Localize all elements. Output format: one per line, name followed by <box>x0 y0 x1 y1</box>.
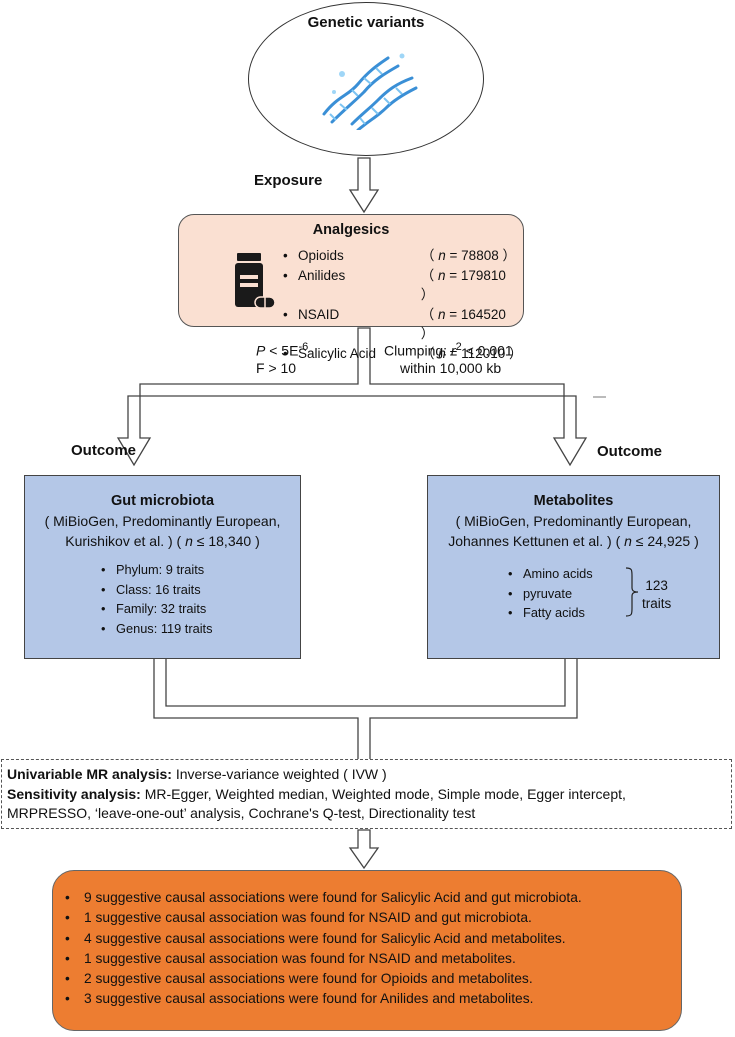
drug-name: Salicylic Acid <box>283 344 421 364</box>
arrow-to-analgesics <box>348 157 380 214</box>
drug-name: Anilides <box>283 266 421 305</box>
analgesics-box: Analgesics Opioids （ n = 78808 ） Anilide… <box>178 214 524 361</box>
arrow-to-results <box>348 829 380 870</box>
trait-item: pyruvate <box>508 584 593 604</box>
drug-row: NSAID （ n = 164520 ） <box>283 305 523 344</box>
right-brace-icon <box>625 567 639 617</box>
result-item: 1 suggestive causal association was foun… <box>65 949 582 969</box>
drug-sample-size: （ n = 164520 ） <box>420 306 506 342</box>
result-item: 3 suggestive causal associations were fo… <box>65 989 582 1009</box>
metabolite-trait-list: Amino acids pyruvate Fatty acids <box>508 564 593 623</box>
metabolite-trait-count: 123 traits <box>642 578 672 611</box>
result-item: 2 suggestive causal associations were fo… <box>65 969 582 989</box>
genetic-variants-title: Genetic variants <box>307 14 425 31</box>
analgesics-title: Analgesics <box>312 222 390 238</box>
trait-item: Genus: 119 traits <box>101 619 213 639</box>
medicine-bottle-icon <box>235 253 276 309</box>
trait-item: Family: 32 traits <box>101 599 213 619</box>
results-box: 9 suggestive causal associations were fo… <box>52 870 682 1031</box>
result-item: 1 suggestive causal association was foun… <box>65 908 582 928</box>
trait-item: Fatty acids <box>508 603 593 623</box>
gut-microbiota-box: Gut microbiota ( MiBioGen, Predominantly… <box>24 475 301 659</box>
gut-microbiota-source: ( MiBioGen, Predominantly European, Kuri… <box>44 513 281 549</box>
p-threshold: P < 5E-6 <box>256 341 309 359</box>
outcome-left-label: Outcome <box>71 442 137 459</box>
metabolites-title: Metabolites <box>533 493 614 509</box>
sensitivity-analysis-cont: MRPRESSO, ‘leave-one-out’ analysis, Coch… <box>7 805 476 821</box>
trait-item: Class: 16 traits <box>101 580 213 600</box>
f-threshold: F > 10 <box>256 360 297 376</box>
drug-row: Salicylic Acid （ n = 112010 ） <box>283 344 523 364</box>
drug-sample-size: （ n = 179810 ） <box>420 267 506 303</box>
analysis-box: Univariable MR analysis: Inverse-varianc… <box>1 759 732 829</box>
exposure-label: Exposure <box>254 172 323 189</box>
metabolites-source: ( MiBioGen, Predominantly European, Joha… <box>448 513 699 549</box>
drug-sample-size: （ n = 112010 ） <box>421 345 523 361</box>
drug-sample-size: （ n = 78808 ） <box>421 248 516 263</box>
drug-name: NSAID <box>283 305 421 344</box>
results-list: 9 suggestive causal associations were fo… <box>65 888 582 1010</box>
gut-trait-list: Phylum: 9 traits Class: 16 traits Family… <box>101 560 213 638</box>
split-connector <box>116 327 588 467</box>
result-item: 4 suggestive causal associations were fo… <box>65 929 582 949</box>
dna-icon <box>322 53 418 130</box>
sensitivity-analysis: Sensitivity analysis: MR-Egger, Weighted… <box>7 785 626 802</box>
gut-microbiota-title: Gut microbiota <box>110 493 215 509</box>
metabolites-box: Metabolites ( MiBioGen, Predominantly Eu… <box>427 475 720 659</box>
drug-list: Opioids （ n = 78808 ） Anilides （ n = 179… <box>283 246 523 363</box>
outcome-right-label: Outcome <box>597 443 663 460</box>
merge-connector <box>153 657 578 761</box>
univariable-analysis: Univariable MR analysis: Inverse-varianc… <box>7 766 387 782</box>
drug-row: Opioids （ n = 78808 ） <box>283 246 523 266</box>
clumping-window: within 10,000 kb <box>400 360 502 376</box>
result-item: 9 suggestive causal associations were fo… <box>65 888 582 908</box>
drug-name: Opioids <box>283 246 421 266</box>
drug-row: Anilides （ n = 179810 ） <box>283 266 523 305</box>
trait-item: Amino acids <box>508 564 593 584</box>
trait-item: Phylum: 9 traits <box>101 560 213 580</box>
clumping-criterion: Clumping: r2 < 0.001 <box>384 341 513 359</box>
